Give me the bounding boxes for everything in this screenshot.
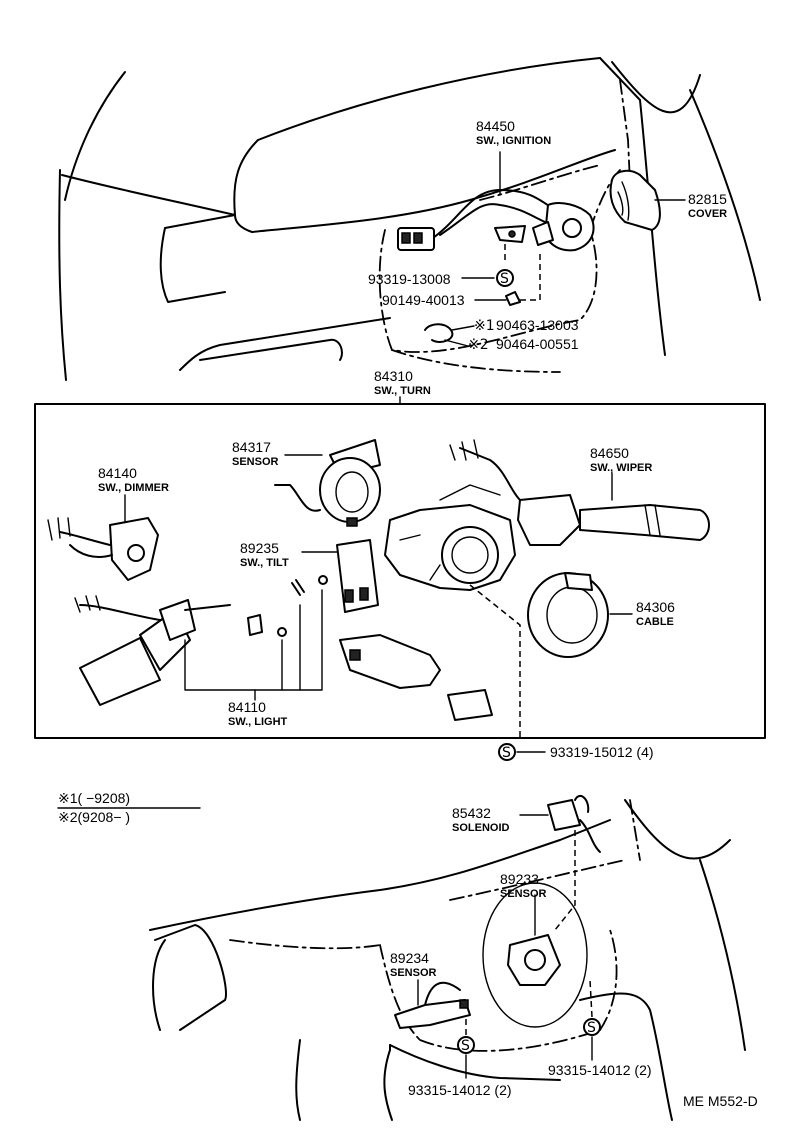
turn-part-name: SW., TURN [374,385,431,397]
label-wiper: 84650 SW., WIPER [590,445,652,474]
label-dimmer: 84140 SW., DIMMER [98,465,169,494]
tilt-part-name: SW., TILT [240,557,289,569]
lower-column-cover-dash [229,799,641,1052]
sensor-89233-part-number: 89233 [500,871,539,887]
legend: ※1( −9208) ※2(9208− ) [57,790,201,825]
sensor-84317-drawing [274,439,381,527]
cable-drawing [527,572,633,658]
solenoid-drawing [519,794,601,931]
sensor-89233-drawing [482,882,588,1028]
label-clamp-1: ※1 90463-13003 [474,317,579,334]
turn-switch-lower-parts [339,634,493,721]
cable-part-number: 84306 [636,599,675,615]
label-cable: 84306 CABLE [636,599,675,628]
screw-lower-left-part-number: 93315-14012 (2) [408,1082,512,1098]
wiper-part-number: 84650 [590,445,629,461]
screw-lower-right-callout: S 93315-14012 (2) [548,979,652,1078]
sensor-89234-part-name: SENSOR [390,967,437,979]
screw-symbol-text: S [502,745,511,761]
turn-part-number: 84310 [374,368,413,384]
cover-part-number: 82815 [688,191,727,207]
light-part-number: 84110 [228,699,266,715]
screw-lower-right-part-number: 93315-14012 (2) [548,1062,652,1078]
screw-symbol-turn [498,743,516,761]
dimmer-part-number: 84140 [98,465,137,481]
screw-symbol-text: S [461,1038,470,1054]
ignition-switch-drawing [397,151,595,252]
clamp-1-part-number: 90463-13003 [496,317,579,333]
screw-symbol-lower-right [583,1018,601,1036]
label-turn: 84310 SW., TURN [374,368,431,397]
ignition-part-number: 84450 [476,118,515,134]
screw-symbol-text: S [500,271,509,287]
label-cover: 82815 COVER [688,191,727,220]
label-sensor-84317: 84317 SENSOR [232,439,279,468]
screw-symbol-text: S [587,1020,596,1036]
turn-switch-assembly-frame [34,403,766,739]
label-tilt: 89235 SW., TILT [240,540,289,569]
label-sensor-89234: 89234 SENSOR [390,950,437,979]
upper-dashboard-outline [58,57,761,381]
label-sensor-89233: 89233 SENSOR [500,871,547,900]
cover-drawing [609,169,686,231]
wiper-switch-drawing [449,439,710,546]
ignition-fasteners: S [424,240,541,347]
screw-ignition-part-number: 93319-13008 [368,271,451,287]
legend-line-2: ※2(9208− ) [58,809,130,825]
bolt-ignition-part-number: 90149-40013 [382,292,465,308]
lower-dashboard-outline [149,799,746,1121]
label-ignition: 84450 SW., IGNITION [476,118,551,147]
tilt-part-number: 89235 [240,540,279,556]
legend-line-1: ※1( −9208) [58,790,130,806]
screw-symbol-ignition [496,269,514,287]
label-clamp-2: ※2 90464-00551 [468,336,579,353]
wiper-part-name: SW., WIPER [590,462,652,474]
label-light: 84110 SW., LIGHT [228,699,288,728]
screw-turn-part-number: 93319-15012 (4) [550,744,654,760]
solenoid-part-number: 85432 [452,805,491,821]
cable-part-name: CABLE [636,616,674,628]
screw-symbol-lower-left [457,1036,475,1054]
light-part-name: SW., LIGHT [228,716,288,728]
cover-part-name: COVER [688,208,727,220]
screw-turn-callout: S 93319-15012 (4) [498,743,654,761]
sensor-89234-drawing [394,979,471,1029]
dimmer-switch-drawing [47,494,159,581]
combination-switch-body [384,484,521,740]
sensor-89233-part-name: SENSOR [500,888,547,900]
light-switch-drawing [74,589,323,706]
sensor-89234-part-number: 89234 [390,950,429,966]
tilt-switch-drawing [291,539,379,613]
solenoid-part-name: SOLENOID [452,822,510,834]
screw-lower-left-callout: S 93315-14012 (2) [408,1015,512,1098]
clamp-2-mark: ※2 [468,337,489,353]
dimmer-part-name: SW., DIMMER [98,482,169,494]
clamp-2-part-number: 90464-00551 [496,336,579,352]
sensor-84317-part-number: 84317 [232,439,271,455]
label-solenoid: 85432 SOLENOID [452,805,510,834]
sensor-84317-part-name: SENSOR [232,456,279,468]
diagram-code: ME M552-D [683,1093,758,1109]
ignition-part-name: SW., IGNITION [476,135,551,147]
clamp-1-mark: ※1 [474,318,495,334]
